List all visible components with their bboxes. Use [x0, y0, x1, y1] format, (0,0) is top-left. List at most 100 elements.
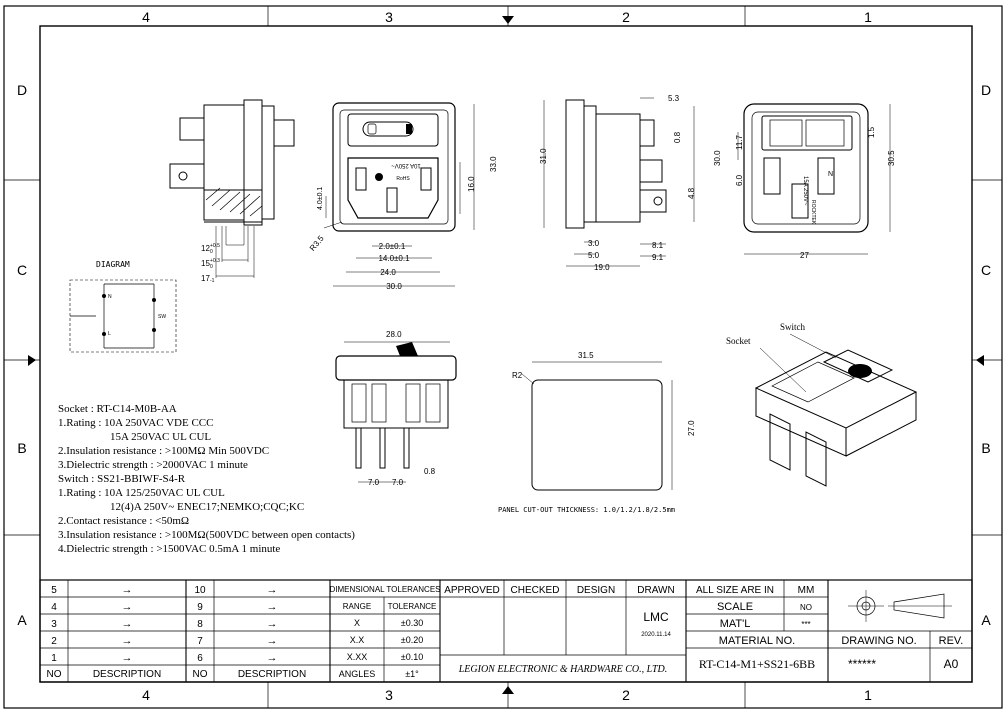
svg-text:R3.5: R3.5: [308, 234, 326, 253]
side-view-right: 31.0 30.0 5.3 0.8 4.8 3.0 5.0 19.0 8.1 9…: [539, 94, 722, 272]
rev-no: 3: [51, 619, 57, 630]
svg-text:X.X: X.X: [350, 635, 365, 645]
svg-text:31.5: 31.5: [578, 351, 594, 360]
svg-text:ALL SIZE ARE IN: ALL SIZE ARE IN: [696, 585, 774, 596]
spec-line: 3.Dielectric strength : >2000VAC 1 minut…: [58, 459, 248, 471]
svg-text:0: 0: [210, 264, 213, 270]
zone-col-label: 3: [385, 687, 393, 703]
zone-col-label: 4: [142, 9, 150, 25]
svg-text:N: N: [108, 294, 112, 300]
svg-text:+0.3: +0.3: [210, 258, 220, 264]
svg-text:→: →: [122, 584, 133, 596]
svg-text:→: →: [267, 601, 278, 613]
svg-text:19.0: 19.0: [594, 263, 610, 272]
svg-text:DRAWN: DRAWN: [637, 585, 674, 596]
panel-cutout: 31.5 27.0 R2 PANEL CUT-OUT THICKNESS: 1.…: [498, 351, 696, 514]
svg-text:27: 27: [800, 251, 809, 260]
diagram-title: DIAGRAM: [96, 260, 130, 269]
title-block: 5 4 3 2 1 10 9 8 7 6 → → → → → → → → → →…: [39, 579, 973, 683]
zone-col-label: 2: [622, 9, 630, 25]
svg-text:NO: NO: [800, 603, 812, 612]
svg-text:10A 250V~: 10A 250V~: [391, 162, 421, 168]
zone-row-label: A: [981, 612, 991, 628]
outer-border: [3, 5, 1003, 709]
svg-text:33.0: 33.0: [489, 156, 498, 172]
zone-ticks: [4, 6, 1002, 708]
svg-text:SW: SW: [158, 314, 166, 320]
part-number: RT-C14-M1+SS21-6BB: [699, 657, 815, 671]
panel-cutout-note: PANEL CUT-OUT THICKNESS: 1.0/1.2/1.8/2.5…: [498, 506, 675, 514]
svg-text:30.5: 30.5: [887, 150, 896, 166]
svg-text:***: ***: [801, 620, 810, 629]
front-view: 10A 250V~ RoHS R3.5 4.0±0.1 16.0 33.0 2.…: [308, 102, 498, 291]
svg-text:RoHS: RoHS: [396, 176, 410, 182]
svg-text:27.0: 27.0: [687, 420, 696, 436]
svg-text:R2: R2: [512, 371, 523, 380]
rev-no: 5: [51, 585, 57, 596]
spec-line: 3.Insulation resistance : >100MΩ(500VDC …: [58, 529, 355, 541]
svg-text:DESCRIPTION: DESCRIPTION: [238, 669, 306, 680]
svg-text:→: →: [267, 618, 278, 630]
svg-text:11.7: 11.7: [735, 134, 744, 150]
spec-line: 2.Insulation resistance : >100MΩ Min 500…: [58, 445, 269, 457]
svg-text:15: 15: [201, 259, 210, 268]
isometric-view: Socket Switch: [726, 322, 918, 487]
zone-row-label: C: [981, 262, 991, 278]
dim-tol-header: DIMENSIONAL TOLERANCES: [330, 585, 441, 594]
svg-text:REV.: REV.: [939, 635, 964, 647]
zone-col-label: 2: [622, 687, 630, 703]
svg-text:-1: -1: [210, 278, 215, 284]
spec-line: 4.Dielectric strength : >1500VAC 0.5mA 1…: [58, 543, 280, 555]
svg-text:16.0: 16.0: [467, 176, 476, 192]
svg-text:ANGLES: ANGLES: [339, 669, 376, 679]
svg-text:±0.30: ±0.30: [401, 618, 423, 628]
spec-line: Switch : SS21-BBIWF-S4-R: [58, 473, 186, 485]
spec-line: 15A 250VAC UL CUL: [110, 431, 211, 443]
rev-no: 2: [51, 636, 57, 647]
center-mark-left: [28, 355, 36, 366]
svg-text:±1°: ±1°: [405, 669, 419, 679]
svg-text:6.0: 6.0: [735, 174, 744, 186]
zone-row-label: D: [17, 82, 27, 98]
spec-line: 2.Contact resistance : <50mΩ: [58, 515, 189, 527]
svg-text:24.0: 24.0: [380, 268, 396, 277]
svg-text:0: 0: [210, 249, 213, 255]
svg-text:MM: MM: [798, 585, 815, 596]
revision: A0: [944, 657, 959, 671]
svg-text:NO: NO: [193, 669, 208, 680]
svg-text:2.0±0.1: 2.0±0.1: [379, 242, 406, 251]
company-name: LEGION ELECTRONIC & HARDWARE CO., LTD.: [458, 664, 668, 675]
svg-text:9.1: 9.1: [652, 253, 664, 262]
spec-notes: Socket : RT-C14-M0B-AA 1.Rating : 10A 25…: [58, 403, 355, 555]
svg-text:12: 12: [201, 244, 210, 253]
drawn-date: 2020.11.14: [641, 632, 671, 638]
drawing-number: ******: [848, 657, 876, 671]
rev-no: 8: [197, 619, 203, 630]
svg-text:X.XX: X.XX: [347, 652, 368, 662]
svg-text:31.0: 31.0: [539, 148, 548, 164]
svg-text:→: →: [122, 601, 133, 613]
svg-text:→: →: [267, 635, 278, 647]
svg-text:±0.20: ±0.20: [401, 635, 423, 645]
svg-text:7.0: 7.0: [368, 478, 380, 487]
rev-no: 9: [197, 602, 203, 613]
svg-text:→: →: [122, 618, 133, 630]
side-view-left: 12 +0.5 0 15 +0.3 0 17 -1: [169, 99, 295, 284]
svg-text:3.0: 3.0: [588, 239, 600, 248]
svg-text:14.0±0.1: 14.0±0.1: [378, 254, 410, 263]
projection-symbol: [848, 590, 952, 622]
svg-text:CHECKED: CHECKED: [511, 585, 560, 596]
svg-text:Socket: Socket: [726, 336, 751, 346]
svg-text:4.8: 4.8: [687, 187, 696, 199]
zone-col-label: 4: [142, 687, 150, 703]
spec-line: Socket : RT-C14-M0B-AA: [58, 403, 177, 415]
svg-text:N: N: [828, 171, 833, 178]
svg-text:ROCKTEK: ROCKTEK: [810, 200, 816, 225]
svg-text:1.5: 1.5: [867, 126, 876, 138]
svg-text:MATERIAL NO.: MATERIAL NO.: [719, 635, 795, 647]
rev-no: 6: [197, 653, 203, 664]
rev-no: 1: [51, 653, 57, 664]
center-mark-top: [502, 16, 514, 24]
svg-text:DESIGN: DESIGN: [577, 585, 615, 596]
